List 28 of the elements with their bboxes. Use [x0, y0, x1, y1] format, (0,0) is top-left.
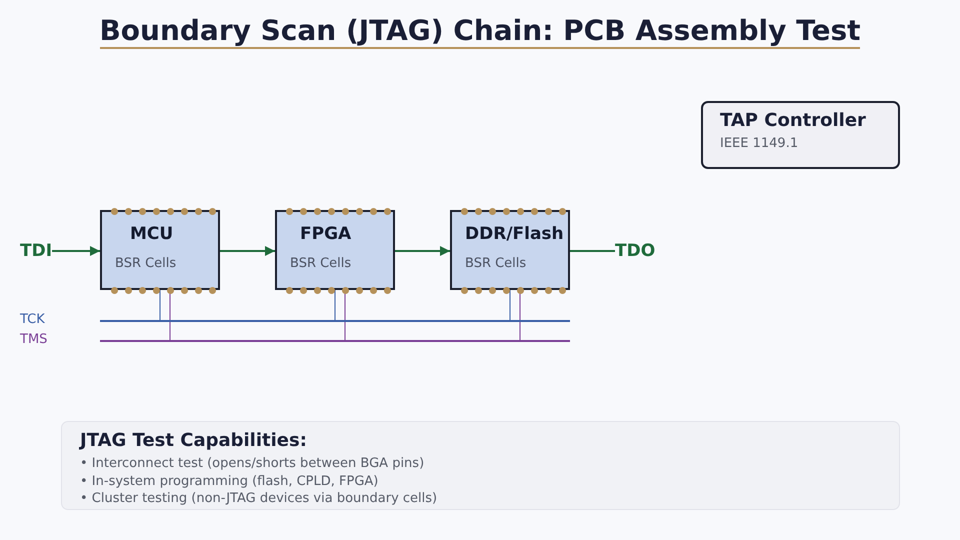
arrow	[395, 246, 450, 256]
chip-name: MCU	[130, 224, 174, 244]
bullet-item: • In-system programming (flash, CPLD, FPGA)	[80, 472, 378, 490]
signal-label: TCK	[20, 312, 45, 328]
chip-box	[450, 210, 570, 290]
panel-heading: JTAG Test Capabilities:	[80, 430, 307, 452]
box-title: TAP Controller	[720, 110, 866, 132]
chip-box	[275, 210, 395, 290]
signal-label: TMS	[20, 332, 48, 348]
bullet-item: • Cluster testing (non-JTAG devices via boundary cells)	[80, 490, 438, 508]
bullet-item: • Interconnect test (opens/shorts between BGA pins)	[80, 455, 424, 472]
chip-label: BSR Cells	[465, 256, 526, 272]
signal-bus-line	[100, 340, 570, 342]
chip-box	[100, 210, 220, 290]
chip-name: DDR/Flash	[465, 224, 564, 244]
signal-label: TDI	[20, 241, 52, 261]
chip-label: BSR Cells	[290, 256, 352, 272]
signal-bus-line	[100, 320, 570, 322]
diagram-title: Boundary Scan (JTAG) Chain: PCB Assembly Test	[99, 15, 861, 47]
connector-line	[334, 290, 336, 320]
connector-line	[570, 250, 615, 252]
controller-box	[701, 101, 900, 169]
arrow	[220, 246, 275, 256]
arrow	[52, 246, 100, 256]
signal-label: TDO	[615, 241, 656, 261]
box-subtitle: IEEE 1149.1	[720, 136, 798, 152]
chip-label: BSR Cells	[115, 256, 176, 272]
chip-name: FPGA	[300, 224, 352, 244]
